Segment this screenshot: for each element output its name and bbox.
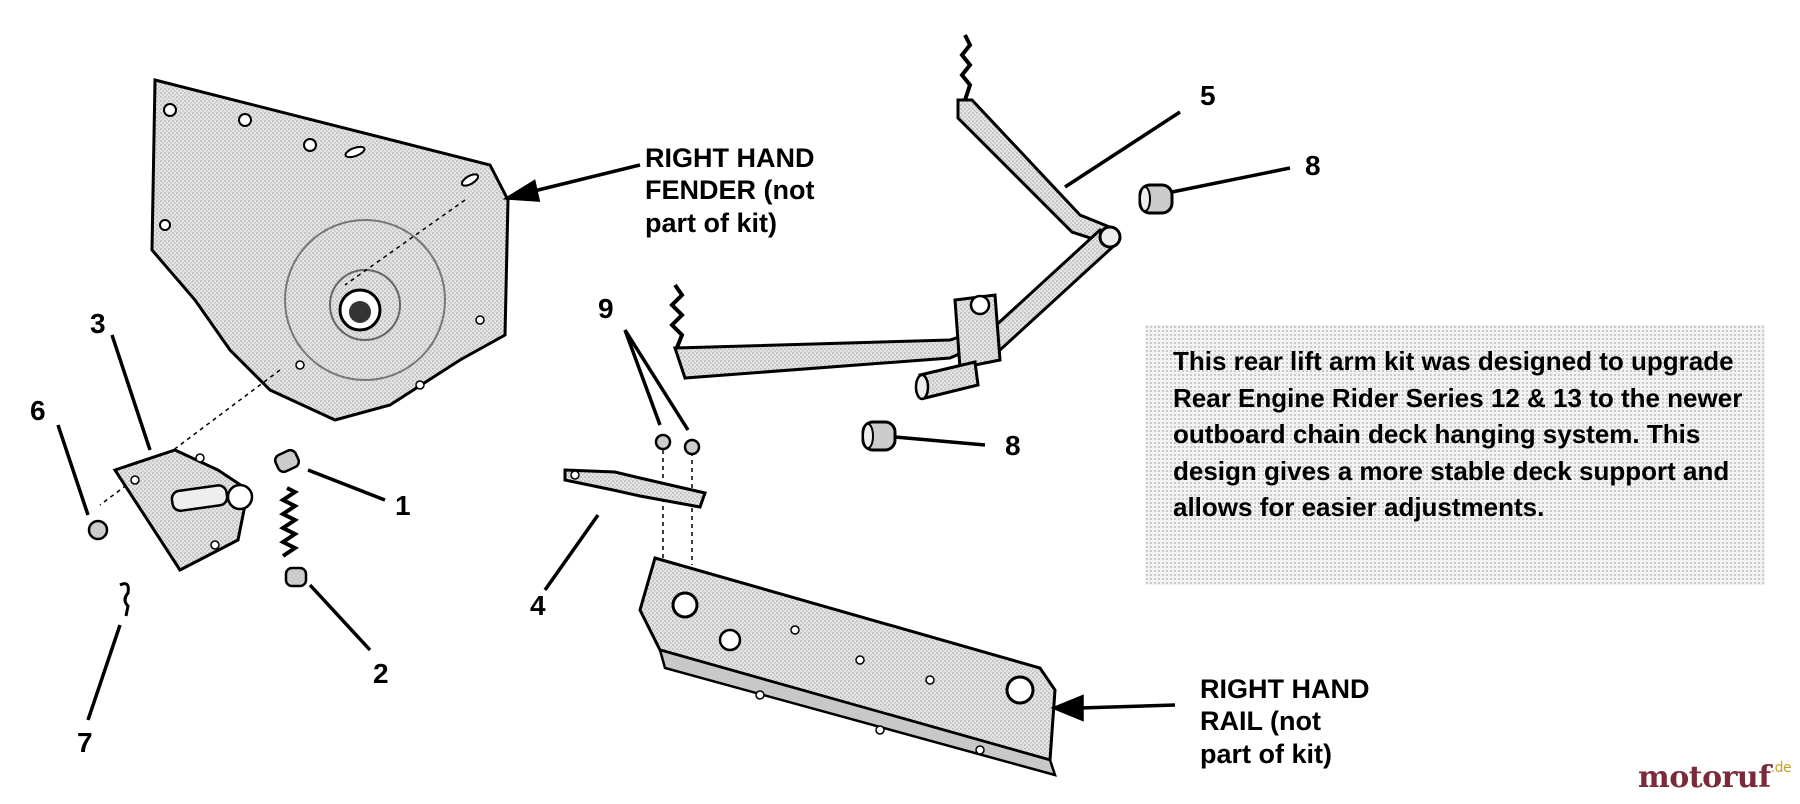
part-number-8-upper: 8 — [1305, 150, 1321, 181]
info-text: This rear lift arm kit was designed to u… — [1173, 346, 1743, 522]
leader-lines — [56, 110, 1291, 722]
part-number-6: 6 — [30, 395, 46, 426]
part-number-8-lower: 8 — [1005, 430, 1021, 461]
part-number-2: 2 — [373, 658, 389, 689]
watermark-logo: motoruf.de — [1638, 760, 1792, 795]
part-4-link — [563, 468, 707, 509]
part-8-bushing-upper — [1138, 183, 1174, 215]
part-number-9: 9 — [598, 293, 614, 324]
right-hand-rail — [638, 556, 1057, 777]
part-1-bushing — [273, 448, 301, 474]
part-number-7: 7 — [77, 727, 93, 758]
right-hand-fender — [150, 78, 510, 422]
info-box: This rear lift arm kit was designed to u… — [1145, 325, 1765, 585]
alignment-line — [344, 199, 466, 286]
part-3-bracket — [112, 448, 254, 572]
part-number-1: 1 — [395, 490, 411, 521]
part-number-4: 4 — [530, 590, 546, 621]
watermark-suffix: .de — [1770, 760, 1792, 776]
rail-label: RIGHT HAND RAIL (not part of kit) — [1200, 674, 1370, 769]
part-2-spring — [279, 486, 308, 588]
part-7-clip — [119, 582, 130, 617]
watermark-main: motoruf — [1638, 760, 1771, 795]
fender-label: RIGHT HAND FENDER (not part of kit) — [645, 143, 815, 238]
part-8-bushing-lower — [861, 420, 897, 452]
part-5-lift-arm — [669, 34, 1122, 401]
part-number-5: 5 — [1200, 80, 1216, 111]
part-9-bolts — [654, 433, 701, 456]
part-6-nut — [87, 519, 109, 541]
part-number-3: 3 — [90, 308, 106, 339]
